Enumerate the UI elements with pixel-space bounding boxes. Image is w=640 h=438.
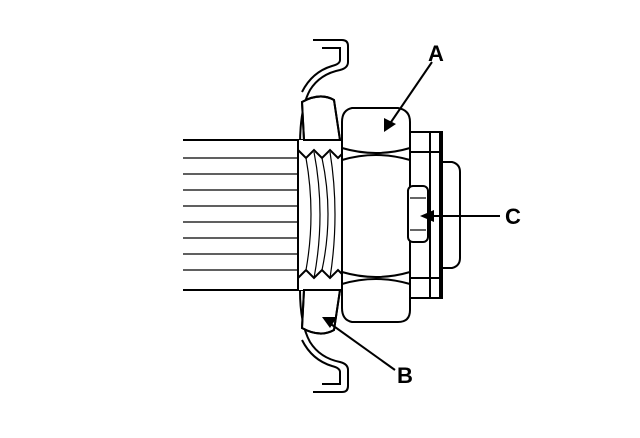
leader-a: [384, 61, 433, 132]
callout-b: B: [397, 363, 413, 388]
lock-washer-top: [300, 95, 342, 141]
leader-c: [420, 210, 500, 222]
hex-nut: [341, 107, 411, 323]
threaded-section: [297, 140, 345, 290]
mounting-panel: [299, 39, 349, 393]
shaft: [183, 139, 303, 291]
callout-a: A: [428, 41, 444, 66]
leader-b: [322, 317, 396, 371]
callout-c: C: [505, 204, 521, 229]
